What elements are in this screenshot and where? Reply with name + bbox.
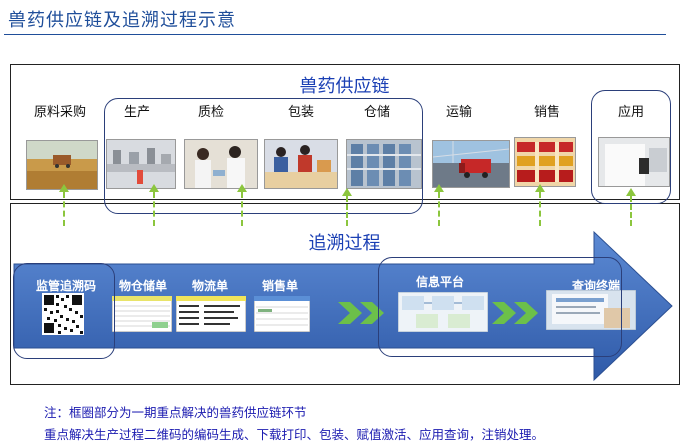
warehouse-document-thumbnail	[112, 296, 172, 332]
info-platform-screen	[398, 292, 488, 332]
connector-arrow-transport	[434, 184, 444, 192]
trace-heading: 追溯过程	[308, 233, 381, 254]
page-title: 兽药供应链及追溯过程示意	[8, 10, 236, 31]
stage-label-transport: 运输	[445, 105, 472, 120]
connector-arrow-inspection	[237, 184, 247, 192]
connector-production	[153, 192, 155, 226]
supply-chain-heading: 兽药供应链	[299, 76, 390, 97]
phase-one-group-box	[104, 98, 423, 214]
storage-photo	[346, 139, 422, 189]
connector-transport	[438, 192, 440, 226]
trace-warehouse-label: 物仓储单	[118, 279, 167, 293]
code-group-box	[13, 263, 115, 359]
connector-arrow-application	[626, 188, 636, 196]
qr-code-icon	[42, 293, 84, 335]
stage-label-sales: 销售	[533, 105, 560, 120]
trace-code-label: 监管追溯码	[35, 279, 96, 293]
trace-logistics-label: 物流单	[191, 279, 228, 293]
stage-label-application: 应用	[617, 105, 644, 120]
logistics-document-thumbnail	[176, 296, 246, 332]
transport-photo	[432, 140, 510, 188]
sales-document-thumbnail	[254, 296, 310, 332]
connector-arrow-production	[149, 184, 159, 192]
connector-raw-material	[63, 192, 65, 226]
trace-platform-label: 信息平台	[415, 275, 464, 289]
application-photo	[598, 137, 670, 187]
stage-label-production: 生产	[123, 105, 150, 120]
note-line-2: 重点解决生产过程二维码的编码生成、下载打印、包装、赋值激活、应用查询，注销处理。	[44, 427, 545, 442]
platform-terminal-group-box	[378, 257, 622, 357]
connector-application	[630, 196, 632, 226]
note-line-1: 注：框圈部分为一期重点解决的兽药供应链环节	[44, 405, 307, 420]
raw-material-photo	[26, 140, 98, 190]
stage-label-storage: 仓储	[363, 105, 390, 120]
connector-arrow-raw-material	[59, 184, 69, 192]
connector-arrow-storage	[342, 188, 352, 196]
trace-sales-label: 销售单	[261, 279, 298, 293]
connector-storage	[346, 196, 348, 226]
connector-sales	[539, 192, 541, 226]
connector-arrow-sales	[535, 184, 545, 192]
title-divider	[4, 34, 666, 35]
stage-label-packaging: 包装	[287, 105, 314, 120]
application-group-box	[591, 90, 671, 204]
sales-photo	[514, 137, 576, 187]
inspection-photo	[184, 139, 258, 189]
packaging-photo	[264, 139, 338, 189]
stage-label-raw-material: 原料采购	[33, 105, 86, 120]
query-terminal-screen	[546, 290, 636, 330]
stage-label-inspection: 质检	[197, 105, 224, 120]
connector-inspection	[241, 192, 243, 226]
chevron-right-icon-2	[492, 302, 538, 324]
production-photo	[106, 139, 176, 189]
